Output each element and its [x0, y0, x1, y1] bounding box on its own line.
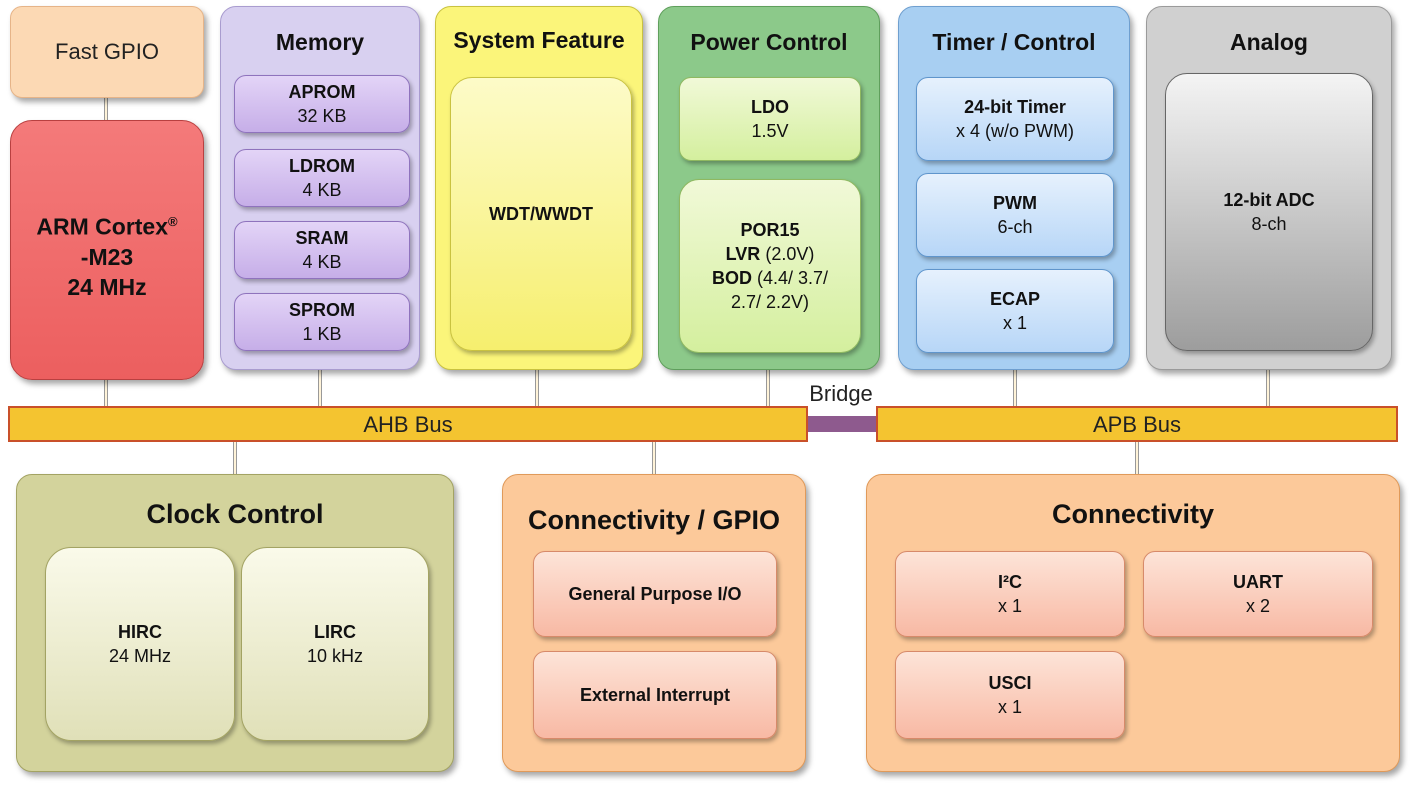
ecap-name: ECAP: [989, 289, 1040, 309]
memory-sram-size: 4 KB: [302, 252, 342, 272]
connector-cpu-ahb: [104, 380, 108, 408]
power-control-title: Power Control: [690, 29, 848, 55]
cpu-name: ARM Cortex: [36, 213, 169, 240]
uart-name: UART: [1233, 572, 1283, 592]
uart-count: x 2: [1245, 596, 1270, 616]
usci-count: x 1: [997, 697, 1022, 717]
system-feature-title: System Feature: [453, 27, 625, 53]
hirc-frequency: 24 MHz: [108, 646, 171, 666]
ahb-bus-label: AHB Bus: [363, 412, 453, 437]
cpu-block: ARM Cortex® -M23 24 MHz: [10, 120, 204, 380]
i2c-block: I²C x 1: [895, 551, 1125, 637]
external-interrupt-block: External Interrupt: [533, 651, 777, 739]
usci-name: USCI: [988, 673, 1032, 693]
connector-system-ahb: [535, 368, 539, 408]
wdt-wwdt-block: WDT/WWDT: [450, 77, 632, 351]
hirc-name: HIRC: [118, 622, 162, 642]
cpu-frequency: 24 MHz: [67, 273, 147, 300]
connectivity-gpio-group: Connectivity / GPIO General Purpose I/O …: [502, 474, 806, 772]
adc-name: 12-bit ADC: [1223, 190, 1315, 210]
connector-fastgpio-cpu: [104, 98, 108, 122]
connector-ahb-connectivity-gpio: [652, 440, 656, 476]
gpio-block: General Purpose I/O: [533, 551, 777, 637]
memory-sprom-size: 1 KB: [302, 324, 342, 344]
connectivity-gpio-title: Connectivity / GPIO: [527, 505, 781, 535]
ldo-name: LDO: [751, 97, 789, 117]
uart-block: UART x 2: [1143, 551, 1373, 637]
pwm-block: PWM 6-ch: [916, 173, 1114, 257]
fast-gpio-label: Fast GPIO: [55, 39, 159, 64]
lvr-voltage: (2.0V): [765, 244, 815, 264]
timer-24bit-count: x 4 (w/o PWM): [955, 121, 1074, 141]
lirc-frequency: 10 kHz: [306, 646, 364, 666]
memory-sram-name: SRAM: [295, 228, 349, 248]
ecap-count: x 1: [1002, 313, 1027, 333]
apb-bus-label: APB Bus: [1092, 412, 1182, 437]
connectivity-group: Connectivity I²C x 1 UART x 2 USCI x 1: [866, 474, 1400, 772]
analog-title: Analog: [1230, 29, 1308, 55]
ahb-bus: AHB Bus: [8, 406, 808, 442]
bod-label: BOD: [711, 268, 752, 288]
adc-channels: 8-ch: [1251, 214, 1287, 234]
usci-block: USCI x 1: [895, 651, 1125, 739]
timer-24bit-name: 24-bit Timer: [964, 97, 1066, 117]
fast-gpio-block: Fast GPIO: [10, 6, 204, 98]
memory-ldrom-name: LDROM: [289, 156, 355, 176]
ldo-block: LDO 1.5V: [679, 77, 861, 161]
bridge-connector: [808, 416, 876, 432]
lirc-name: LIRC: [314, 622, 356, 642]
timer-control-title: Timer / Control: [932, 29, 1096, 55]
lvr-label: LVR: [725, 244, 761, 264]
memory-sram: SRAM 4 KB: [234, 221, 410, 279]
connector-analog-apb: [1266, 368, 1270, 408]
bod-voltages-cont: 2.7/ 2.2V): [730, 292, 810, 312]
timer-control-group: Timer / Control 24-bit Timer x 4 (w/o PWM…: [898, 6, 1130, 370]
por-lvr-bod-block: POR15 LVR (2.0V) BOD (4.4/ 3.7/ 2.7/ 2.2…: [679, 179, 861, 353]
por15-label: POR15: [740, 220, 800, 240]
adc-block: 12-bit ADC 8-ch: [1165, 73, 1373, 351]
i2c-name: I²C: [998, 572, 1022, 592]
analog-group: Analog 12-bit ADC 8-ch: [1146, 6, 1392, 370]
external-interrupt-label: External Interrupt: [579, 685, 731, 705]
registered-mark: ®: [168, 214, 178, 229]
pwm-name: PWM: [993, 193, 1037, 213]
memory-aprom: APROM 32 KB: [234, 75, 410, 133]
power-control-group: Power Control LDO 1.5V POR15 LVR (2.0V) B…: [658, 6, 880, 370]
apb-bus: APB Bus: [876, 406, 1398, 442]
wdt-wwdt-label: WDT/WWDT: [489, 204, 593, 224]
memory-ldrom-size: 4 KB: [302, 180, 342, 200]
gpio-label: General Purpose I/O: [568, 584, 742, 604]
ecap-block: ECAP x 1: [916, 269, 1114, 353]
connector-apb-connectivity: [1135, 442, 1139, 476]
system-feature-group: System Feature WDT/WWDT: [435, 6, 643, 370]
memory-aprom-name: APROM: [288, 82, 356, 102]
connector-ahb-clock: [233, 440, 237, 476]
clock-control-group: Clock Control HIRC 24 MHz LIRC 10 kHz: [16, 474, 454, 772]
memory-sprom-name: SPROM: [288, 300, 355, 320]
memory-ldrom: LDROM 4 KB: [234, 149, 410, 207]
cpu-model: -M23: [80, 243, 134, 270]
connector-power-ahb: [766, 368, 770, 408]
memory-sprom: SPROM 1 KB: [234, 293, 410, 351]
memory-aprom-size: 32 KB: [297, 106, 347, 126]
connector-memory-ahb: [318, 368, 322, 408]
bridge-label: Bridge: [809, 381, 873, 406]
hirc-block: HIRC 24 MHz: [45, 547, 235, 741]
pwm-channels: 6-ch: [997, 217, 1033, 237]
clock-control-title: Clock Control: [146, 499, 324, 529]
memory-title: Memory: [275, 29, 365, 55]
bod-voltages: (4.4/ 3.7/: [756, 268, 829, 288]
connector-timer-apb: [1013, 368, 1017, 408]
lirc-block: LIRC 10 kHz: [241, 547, 429, 741]
i2c-count: x 1: [997, 596, 1022, 616]
memory-group: Memory APROM 32 KB LDROM 4 KB SRAM 4 KB SPR…: [220, 6, 420, 370]
connectivity-title: Connectivity: [1051, 499, 1215, 529]
ldo-voltage: 1.5V: [751, 121, 789, 141]
timer-24bit-block: 24-bit Timer x 4 (w/o PWM): [916, 77, 1114, 161]
